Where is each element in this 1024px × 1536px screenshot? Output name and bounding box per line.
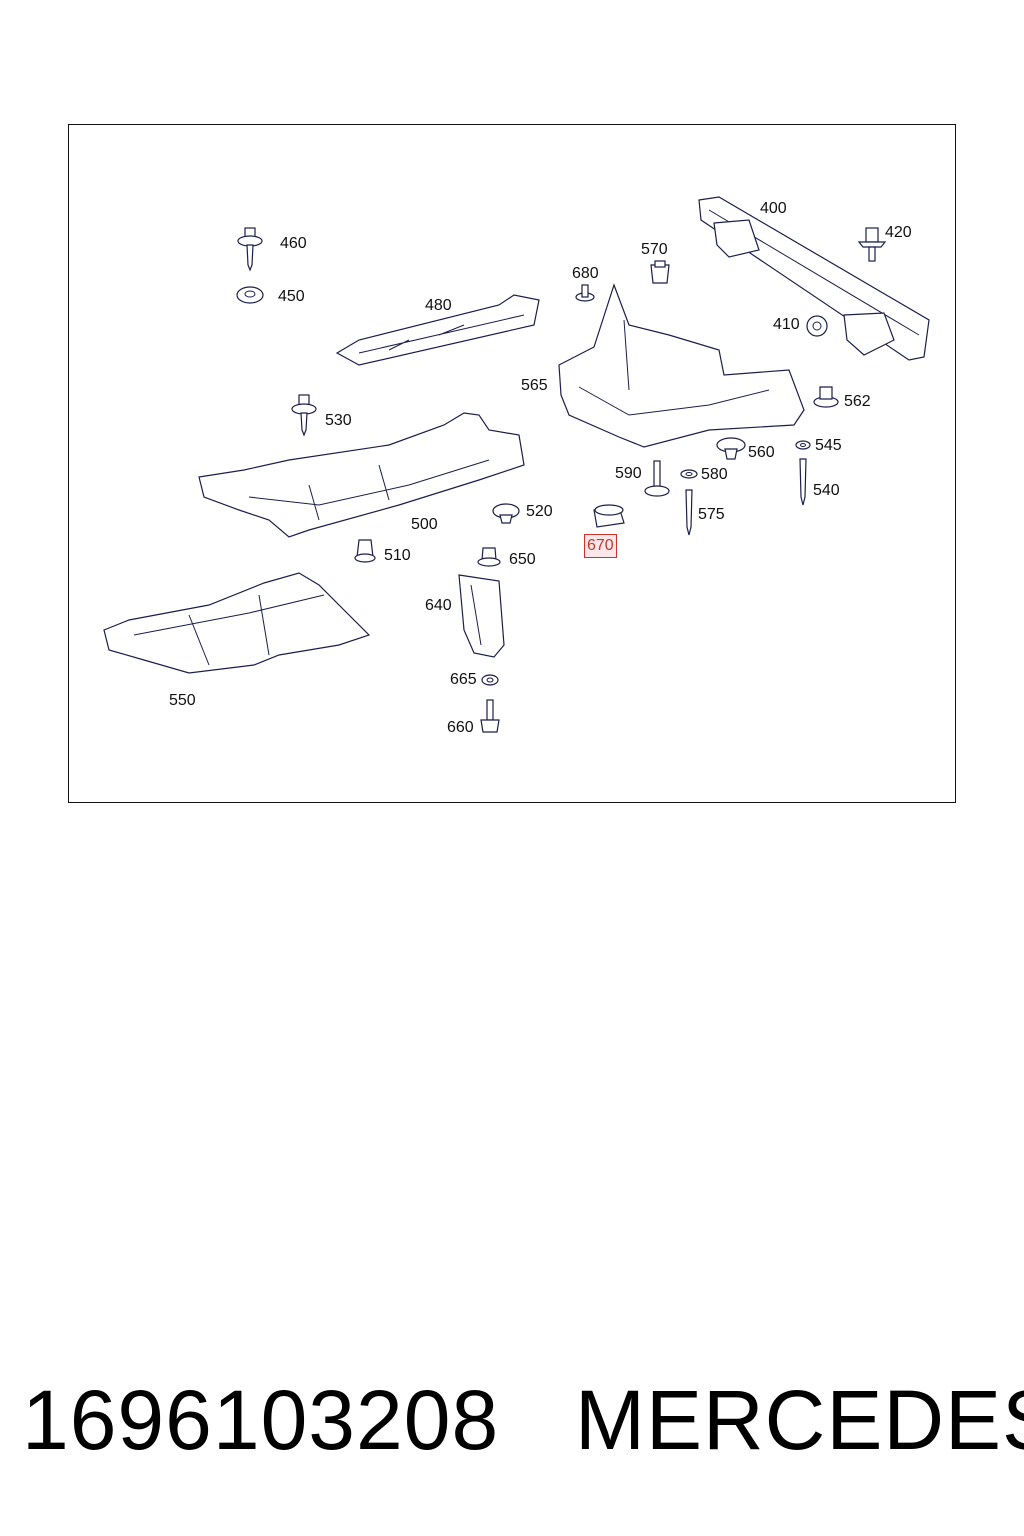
- footer: 1696103208 MERCEDES: [0, 1370, 1024, 1470]
- callout-560[interactable]: 560: [748, 444, 775, 461]
- part-550-front-panel: [103, 572, 371, 674]
- callout-540[interactable]: 540: [813, 482, 840, 499]
- part-560-clip: [716, 437, 746, 460]
- part-575-screw: [685, 489, 693, 536]
- callout-650[interactable]: 650: [509, 551, 536, 568]
- callout-575[interactable]: 575: [698, 506, 725, 523]
- part-545-washer: [795, 440, 811, 450]
- part-670-grommet: [593, 504, 625, 528]
- callout-562[interactable]: 562: [844, 393, 871, 410]
- callout-530[interactable]: 530: [325, 412, 352, 429]
- parts-diagram-drawing: [103, 196, 930, 733]
- part-530-screw: [291, 394, 317, 437]
- callout-680[interactable]: 680: [572, 265, 599, 282]
- part-520-clip: [492, 503, 520, 524]
- part-640-bracket: [458, 574, 505, 658]
- part-680-pin: [575, 284, 595, 302]
- callout-670-highlighted[interactable]: 670: [584, 534, 617, 558]
- part-number: 1696103208: [22, 1373, 500, 1467]
- part-580-washer: [680, 469, 698, 479]
- callout-545[interactable]: 545: [815, 437, 842, 454]
- callout-640[interactable]: 640: [425, 597, 452, 614]
- part-450-clip: [236, 286, 264, 304]
- callout-565[interactable]: 565: [521, 377, 548, 394]
- part-410-nut: [806, 315, 828, 337]
- callout-480[interactable]: 480: [425, 297, 452, 314]
- part-460-screw: [237, 227, 263, 272]
- callout-660[interactable]: 660: [447, 719, 474, 736]
- part-420-bolt: [857, 227, 887, 262]
- part-480-heat-shield: [335, 294, 540, 366]
- callout-460[interactable]: 460: [280, 235, 307, 252]
- part-565-wheel-liner: [558, 283, 805, 448]
- callout-520[interactable]: 520: [526, 503, 553, 520]
- part-570-clip: [650, 260, 670, 284]
- callout-410[interactable]: 410: [773, 316, 800, 333]
- callout-665[interactable]: 665: [450, 671, 477, 688]
- callout-500[interactable]: 500: [411, 516, 438, 533]
- callout-450[interactable]: 450: [278, 288, 305, 305]
- callout-590[interactable]: 590: [615, 465, 642, 482]
- part-510-nut: [354, 539, 376, 563]
- callout-570[interactable]: 570: [641, 241, 668, 258]
- callout-550[interactable]: 550: [169, 692, 196, 709]
- callout-580[interactable]: 580: [701, 466, 728, 483]
- brand-name: MERCEDES: [575, 1373, 1024, 1467]
- parts-diagram-frame: 400 420 410 460 450 480 570 680 565 562 …: [68, 124, 956, 803]
- callout-420[interactable]: 420: [885, 224, 912, 241]
- part-665-washer: [481, 674, 499, 686]
- callout-400[interactable]: 400: [760, 200, 787, 217]
- part-540-screw: [799, 458, 807, 506]
- part-590-bolt: [644, 460, 670, 497]
- part-400-crossmember: [698, 196, 930, 361]
- part-500-underbody-panel: [198, 412, 525, 538]
- part-650-nut: [477, 547, 501, 567]
- callout-510[interactable]: 510: [384, 547, 411, 564]
- part-562-nut: [813, 386, 839, 408]
- part-660-bolt: [480, 699, 500, 733]
